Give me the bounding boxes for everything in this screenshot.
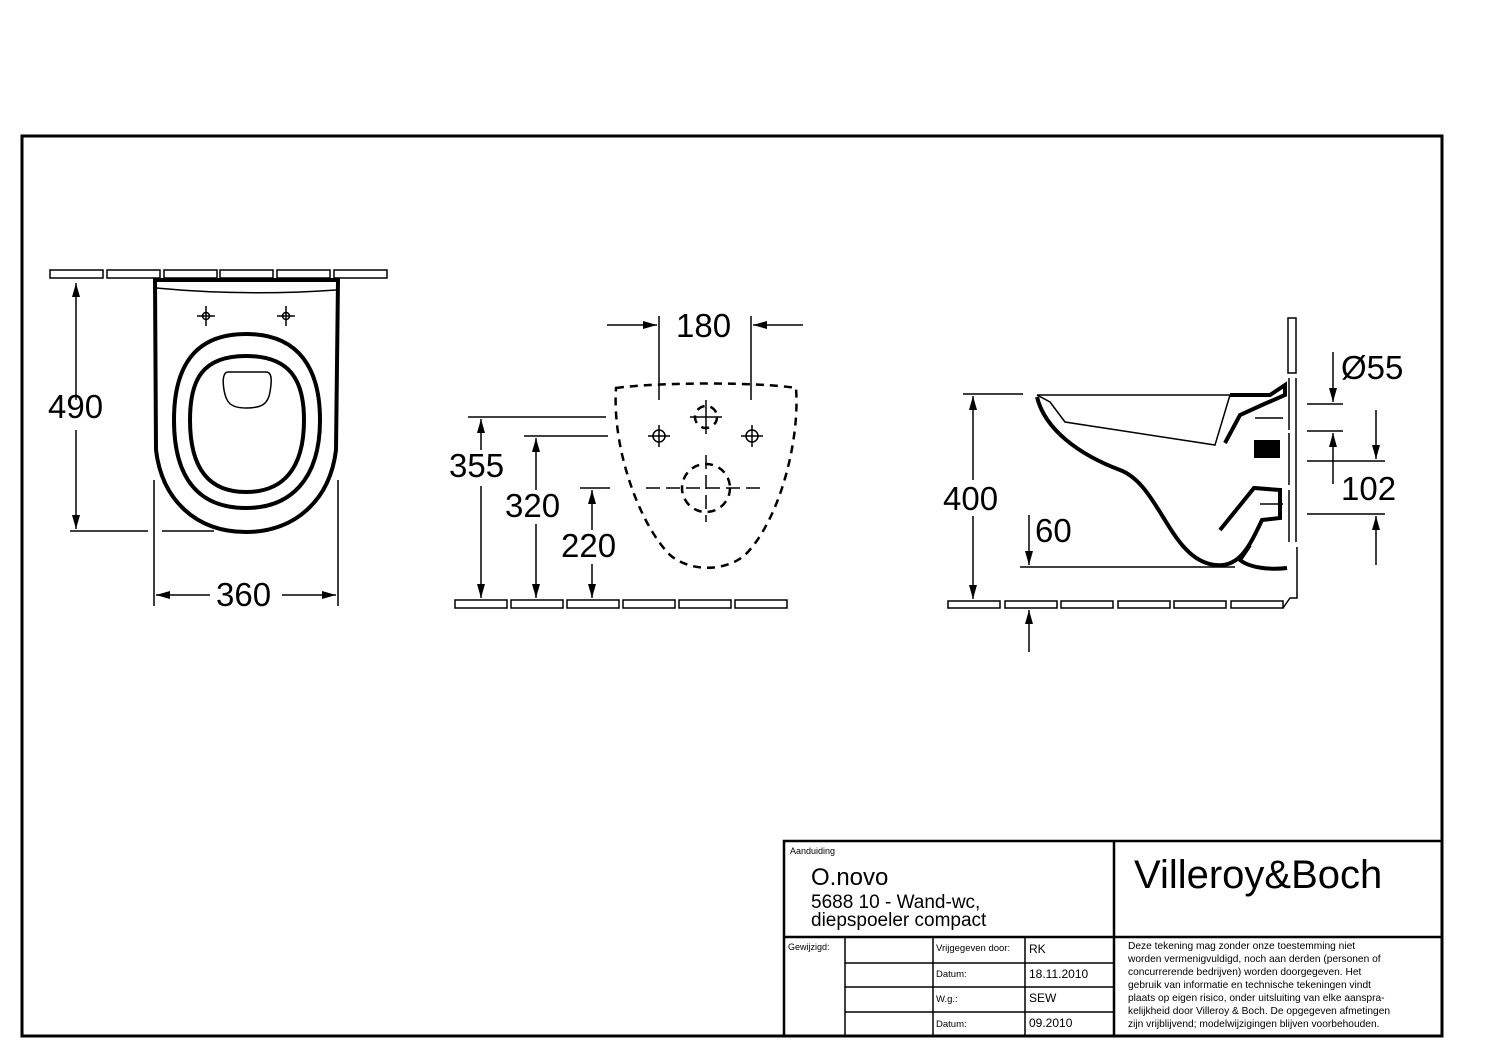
- seat-outer: [171, 331, 323, 511]
- disclaimer-line: worden vermenigvuldigd, noch aan derden …: [1127, 954, 1381, 965]
- dim-outlet-offset: 102: [1341, 470, 1396, 507]
- wall-tiles: [49, 269, 388, 279]
- disclaimer-line: plaats op eigen risico, onder uitsluitin…: [1128, 993, 1385, 1004]
- fixing-hole-icon: [277, 306, 295, 326]
- description-line2: diepspoeler compact: [811, 910, 987, 931]
- description-line1: 5688 10 - Wand-wc,: [811, 892, 980, 913]
- dim-height: 400: [943, 480, 998, 517]
- aanduiding-label: Aanduiding: [790, 846, 835, 856]
- dim-outlet-height: 60: [1035, 512, 1072, 549]
- title-block: Aanduiding O.novo 5688 10 - Wand-wc, die…: [782, 839, 1444, 1038]
- datum2-value: 09.2010: [1029, 1016, 1073, 1030]
- brand-logo: Villeroy&Boch: [1134, 853, 1382, 897]
- datum1-value: 18.11.2010: [1029, 967, 1088, 981]
- top-view: 490 360: [48, 269, 388, 613]
- vrijgegeven-value: RK: [1029, 942, 1046, 956]
- disclaimer-line: zijn vrijblijvend; modelwijzigingen blij…: [1128, 1019, 1379, 1030]
- inlet-icon: [690, 400, 722, 434]
- datum1-label: Datum:: [936, 969, 967, 980]
- floor-tiles: [947, 600, 1284, 609]
- disclaimer-line: gebruik van informatie en technische tek…: [1128, 980, 1371, 991]
- vrijgegeven-label: Vrijgegeven door:: [936, 943, 1010, 954]
- outlet-icon: [646, 455, 766, 522]
- front-view: 180 355 320 220: [449, 307, 803, 609]
- disclaimer: Deze tekening mag zonder onze toestemmin…: [1127, 941, 1390, 1030]
- wg-label: W.g.:: [936, 994, 958, 1005]
- dim-355: 355: [449, 447, 504, 484]
- gewijzigd-label: Gewijzigd:: [788, 942, 830, 952]
- seat-inner: [187, 353, 307, 495]
- wall-tile: [1287, 317, 1297, 374]
- dim-220: 220: [561, 527, 616, 564]
- wall-line: [1282, 547, 1298, 609]
- side-view: 400 60 Ø55 102: [943, 317, 1403, 652]
- disclaimer-line: kelijkheid door Villeroy & Boch. De opge…: [1128, 1006, 1390, 1017]
- drawing-frame: [20, 134, 1444, 1038]
- disclaimer-line: concurrerende bedrijven) worden doorgege…: [1128, 967, 1361, 978]
- dim-width: 360: [216, 576, 271, 613]
- dim-diameter: Ø55: [1341, 349, 1403, 386]
- lid-cutout: [222, 371, 272, 409]
- fixing-hole-icon: [197, 306, 215, 326]
- fixing-hole-icon: [741, 425, 763, 447]
- floor-tiles: [454, 599, 788, 609]
- dim-depth: 490: [48, 388, 103, 425]
- wg-value: SEW: [1029, 991, 1057, 1005]
- bowl-profile: [1035, 396, 1282, 568]
- datum2-label: Datum:: [936, 1019, 967, 1030]
- bowl-outline: [152, 278, 341, 535]
- disclaimer-line: Deze tekening mag zonder onze toestemmin…: [1128, 941, 1355, 952]
- dim-320: 320: [505, 487, 560, 524]
- bowl-outline-dashed: [614, 382, 798, 569]
- dim-hole-spacing: 180: [676, 307, 731, 344]
- fixing-hole-icon: [648, 425, 670, 447]
- product-name: O.novo: [811, 864, 888, 891]
- bowl-rim: [1036, 394, 1232, 446]
